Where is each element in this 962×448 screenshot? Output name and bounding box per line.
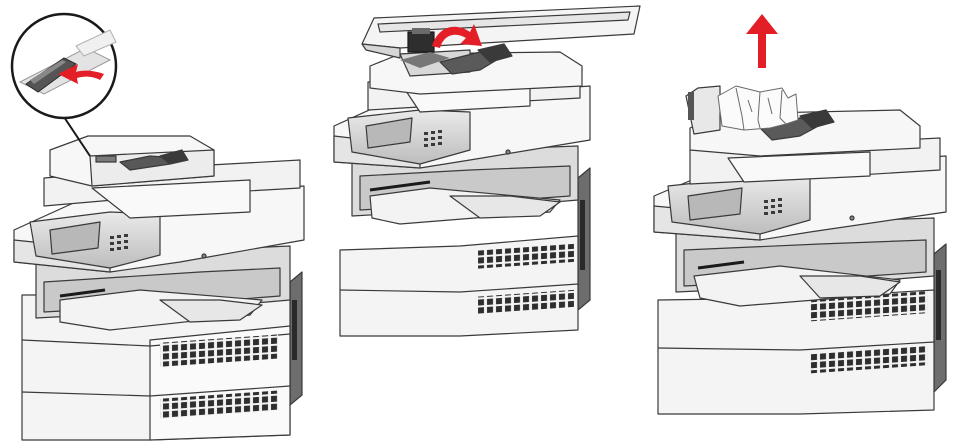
press-arrow-icon bbox=[58, 64, 104, 84]
feed-roller bbox=[407, 31, 435, 53]
panel-1-printer bbox=[13, 135, 305, 441]
panel-3-printer bbox=[653, 85, 947, 415]
open-cover-arrow-icon bbox=[432, 24, 482, 48]
latch-callout bbox=[10, 12, 118, 157]
panel-2-printer bbox=[333, 5, 641, 337]
pull-up-arrow-icon bbox=[746, 14, 778, 68]
jammed-paper bbox=[717, 85, 799, 131]
